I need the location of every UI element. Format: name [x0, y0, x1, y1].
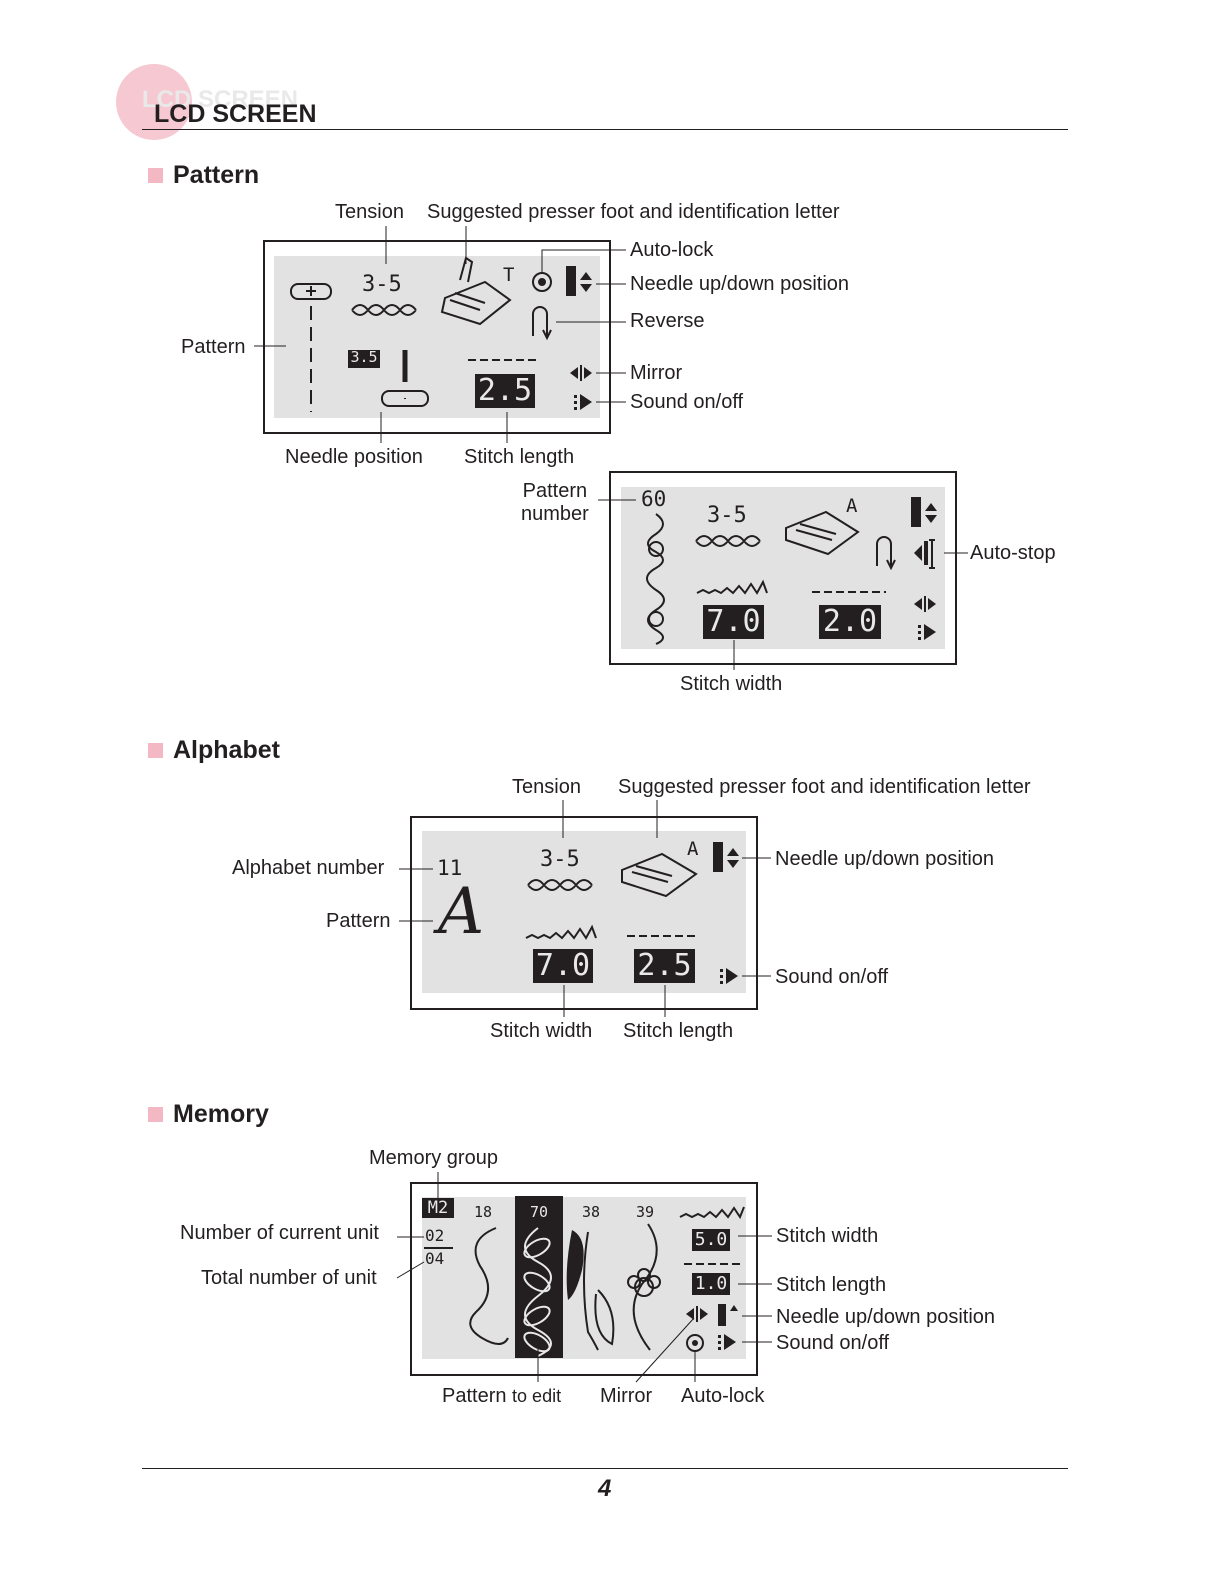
lcd-foot-letter: A [846, 495, 858, 517]
label-needle-updown: Needle up/down position [630, 273, 850, 295]
lcd-alphabet-number: 11 [437, 856, 463, 880]
lcd-stitch-length-value: 2.0 [819, 605, 881, 639]
label-stitch-width: Stitch width [680, 673, 783, 695]
header-rule [142, 129, 1068, 130]
label-pattern: Pattern [326, 910, 391, 932]
page-title: LCD SCREEN [154, 100, 317, 128]
label-current-unit: Number of current unit [180, 1222, 379, 1244]
header-title-ghost: LCD SCREEN [142, 86, 299, 113]
label-stitch-length: Stitch length [464, 446, 575, 468]
lcd-tension-value: 3-5 [362, 272, 402, 297]
memory-unit-number: 18 [474, 1203, 493, 1221]
label-sound: Sound on/off [630, 391, 744, 413]
section-square [148, 168, 163, 183]
label-pattern-to-edit-small: to edit [512, 1386, 562, 1406]
label-pattern-to-edit: Pattern to edit [442, 1386, 561, 1406]
lcd-display [274, 256, 600, 418]
label-needle-updown: Needle up/down position [776, 1306, 996, 1328]
label-presser-foot: Suggested presser foot and identificatio… [618, 776, 1031, 798]
header-decor-circle [116, 64, 192, 140]
lcd-total-unit: 04 [425, 1249, 445, 1268]
lcd-stitch-length-value: 2.5 [475, 374, 535, 408]
lcd-display [621, 487, 945, 649]
section-square [148, 743, 163, 758]
lcd-tension-value: 3-5 [540, 847, 580, 872]
label-memory-group: Memory group [369, 1147, 498, 1169]
page-number: 4 [598, 1475, 612, 1502]
lcd-pattern-number: 60 [641, 487, 667, 511]
lcd-stitch-width-value: 5.0 [692, 1229, 730, 1251]
lcd-foot-letter: A [687, 838, 699, 860]
label-sound: Sound on/off [776, 1332, 890, 1354]
label-pattern: Pattern [181, 336, 246, 358]
label-auto-lock: Auto-lock [681, 1385, 765, 1407]
lcd-pattern-screen [263, 240, 611, 434]
label-pattern-number-line1: Pattern [522, 480, 588, 502]
section-heading-memory: Memory [173, 1100, 269, 1128]
lcd-current-unit: 02 [425, 1226, 445, 1245]
label-pattern-number: Pattern number [521, 480, 589, 526]
label-alphabet-number: Alphabet number [232, 857, 385, 879]
lcd-stitch-width-value: 7.0 [703, 605, 764, 639]
label-stitch-length: Stitch length [623, 1020, 734, 1042]
footer-rule [142, 1468, 1068, 1469]
lcd-stitch-width-value: 7.0 [533, 949, 593, 983]
label-presser-foot: Suggested presser foot and identificatio… [427, 201, 840, 223]
label-stitch-length: Stitch length [776, 1274, 887, 1296]
label-tension: Tension [512, 776, 581, 798]
label-reverse: Reverse [630, 310, 705, 332]
label-pattern-number-line2: number [521, 503, 589, 525]
lcd-memory-group: M2 [422, 1198, 454, 1218]
label-mirror: Mirror [600, 1385, 653, 1407]
lcd-script-letter: A [438, 875, 485, 949]
section-heading-pattern: Pattern [173, 161, 260, 189]
memory-unit-number: 70 [530, 1203, 549, 1221]
label-auto-stop: Auto-stop [970, 542, 1056, 564]
label-tension: Tension [335, 201, 404, 223]
label-pattern-to-edit-main: Pattern [442, 1385, 507, 1407]
label-auto-lock: Auto-lock [630, 239, 714, 261]
lcd-foot-letter: T [503, 264, 515, 286]
lcd-tension-value: 3-5 [707, 503, 747, 528]
lcd-needle-position-value: 3.5 [348, 350, 380, 368]
lcd-stitch-length-value: 2.5 [634, 949, 695, 983]
label-stitch-width: Stitch width [776, 1225, 879, 1247]
section-heading-alphabet: Alphabet [173, 736, 280, 764]
label-needle-position: Needle position [285, 446, 423, 468]
label-mirror: Mirror [630, 362, 683, 384]
memory-unit-number: 38 [582, 1203, 601, 1221]
lcd-stitch-length-value: 1.0 [692, 1273, 730, 1295]
unit-divider [424, 1247, 453, 1249]
section-square [148, 1107, 163, 1122]
label-sound: Sound on/off [775, 966, 889, 988]
memory-unit-number: 39 [636, 1203, 655, 1221]
label-stitch-width: Stitch width [490, 1020, 593, 1042]
label-total-unit: Total number of unit [201, 1267, 377, 1289]
label-needle-updown: Needle up/down position [775, 848, 995, 870]
